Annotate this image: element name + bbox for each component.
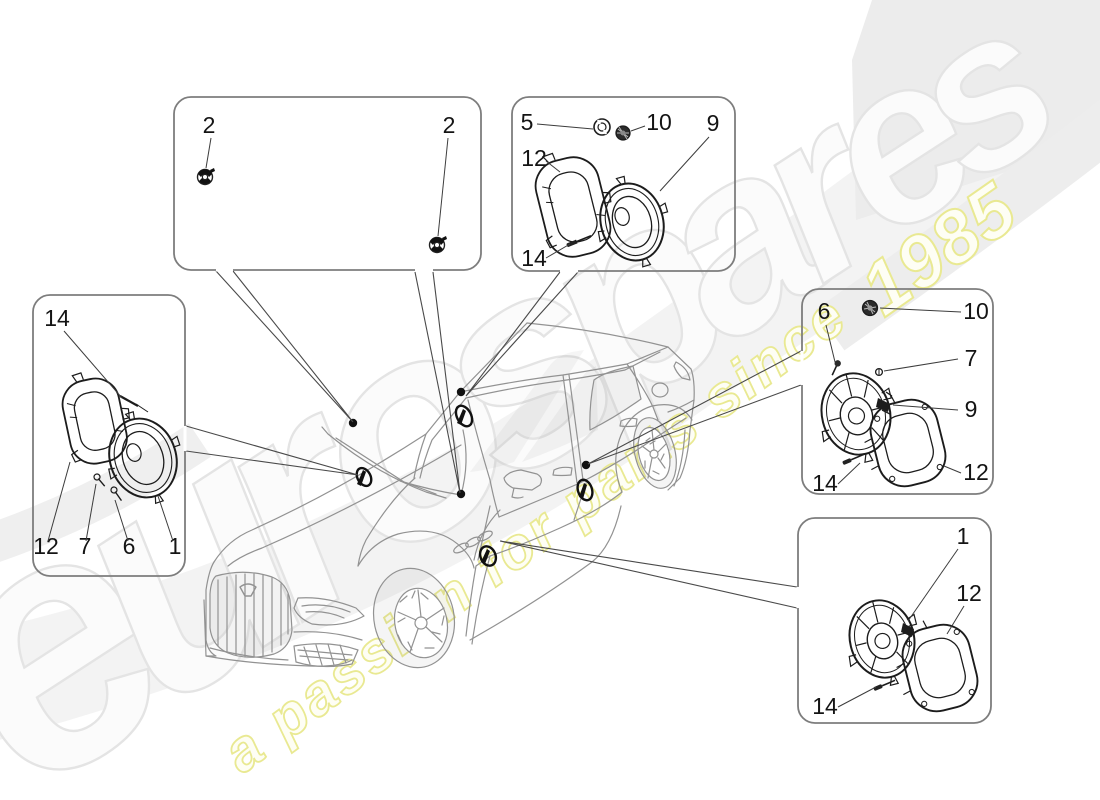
svg-text:5: 5 [521, 109, 534, 135]
svg-text:14: 14 [521, 245, 547, 271]
svg-text:1: 1 [957, 523, 970, 549]
svg-text:7: 7 [965, 345, 978, 371]
svg-text:6: 6 [818, 298, 831, 324]
svg-text:2: 2 [203, 112, 216, 138]
svg-text:2: 2 [443, 112, 456, 138]
svg-text:9: 9 [707, 110, 720, 136]
svg-text:6: 6 [123, 533, 136, 559]
svg-text:14: 14 [812, 470, 838, 496]
svg-text:12: 12 [956, 580, 982, 606]
svg-text:12: 12 [521, 145, 547, 171]
svg-text:1: 1 [169, 533, 182, 559]
svg-text:12: 12 [963, 459, 989, 485]
svg-text:10: 10 [646, 109, 672, 135]
svg-text:14: 14 [812, 693, 838, 719]
svg-text:14: 14 [44, 305, 70, 331]
svg-text:9: 9 [965, 396, 978, 422]
svg-text:12: 12 [33, 533, 59, 559]
svg-text:7: 7 [79, 533, 92, 559]
svg-text:10: 10 [963, 298, 989, 324]
